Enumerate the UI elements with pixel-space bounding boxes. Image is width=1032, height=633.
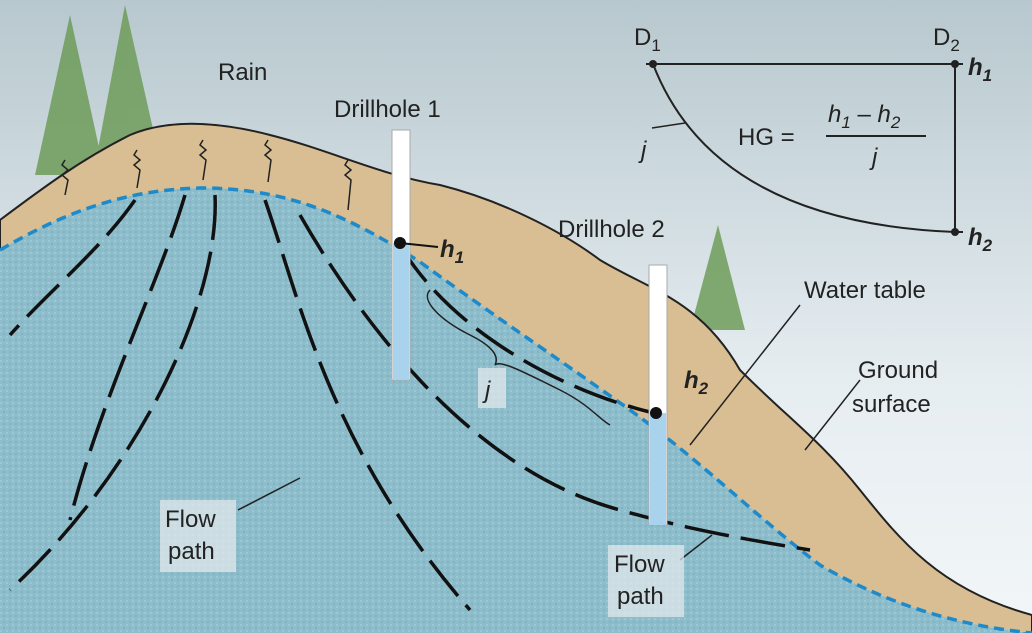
water-table-line (0, 186, 1032, 633)
groundwater-zone (0, 188, 1032, 633)
rain-label: Rain (218, 59, 267, 86)
rain-arrows (60, 139, 353, 211)
inset-h1-label: h1 (968, 54, 992, 85)
drillhole-2 (648, 264, 668, 526)
flow-paths (8, 194, 811, 612)
leader-lines (237, 304, 861, 561)
water-table-label: Water table (804, 277, 926, 304)
h2-label: h2 (684, 367, 709, 398)
j-label: j (482, 377, 491, 404)
formula-denominator: j (869, 144, 878, 171)
drillhole-1-label: Drillhole 1 (334, 96, 441, 123)
drillhole-1 (391, 129, 439, 381)
formula-lhs: HG = (738, 124, 795, 151)
formula-numerator: h1 – h2 (828, 101, 901, 132)
tree-icon (35, 5, 745, 330)
hydraulic-gradient-inset: D1 D2 h1 h2 j HG = h1 – h2 j (634, 24, 993, 255)
d1-label: D1 (634, 24, 661, 55)
h1-label: h1 (440, 236, 464, 267)
j-brace (426, 289, 611, 426)
d2-label: D2 (933, 24, 960, 55)
inset-j-label: j (638, 137, 647, 164)
drillhole-2-label: Drillhole 2 (558, 216, 665, 243)
inset-h2-label: h2 (968, 224, 993, 255)
